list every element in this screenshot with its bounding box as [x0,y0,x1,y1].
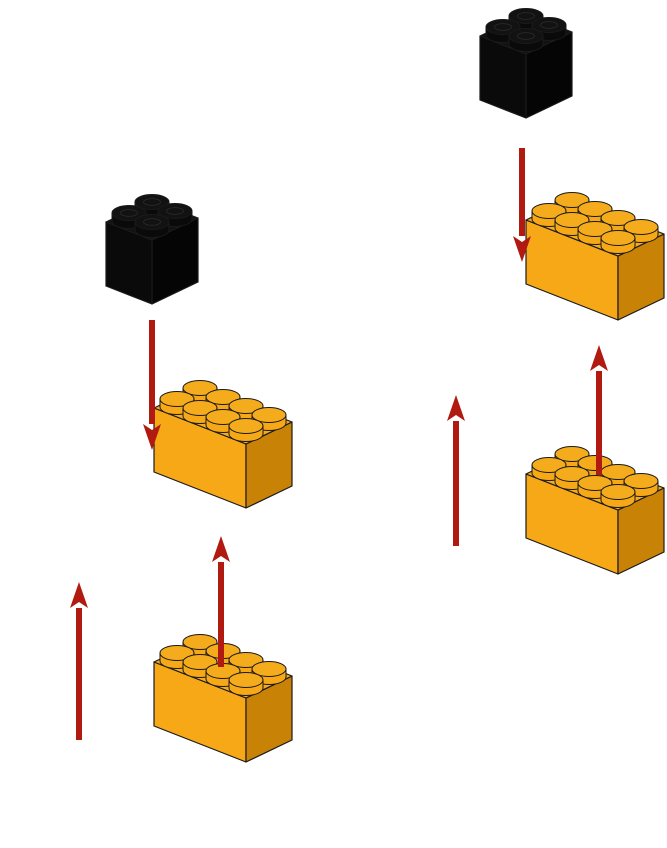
stud-top [554,446,590,462]
stud-top [228,652,264,668]
stud [134,214,170,238]
stud [485,19,521,43]
stud-top [531,203,567,219]
stud-top [228,418,264,434]
stud [600,230,636,254]
stud-logo [494,23,512,31]
stud-logo [517,32,535,40]
stud-top [577,201,613,217]
stud-top [600,484,636,500]
stud-top [251,407,287,423]
right-assembly [447,8,665,575]
stud-top [554,192,590,208]
arrow-head [447,395,465,421]
stud-top [600,210,636,226]
black-2x2-brick [479,8,573,119]
arrow-head [513,236,531,262]
arrow-down [143,320,161,450]
arrow-up-left [447,395,465,546]
stud-top [182,400,218,416]
stud-top [554,466,590,482]
stud [508,28,544,52]
stud-top [600,230,636,246]
arrow-head [212,536,230,562]
orange-2x4-brick-upper [153,380,293,509]
stud [228,418,264,442]
stud-top [111,205,147,221]
stud-top [251,661,287,677]
stud-logo [540,21,558,29]
stud-top [554,212,590,228]
stud-top [623,219,659,235]
stud-top [508,28,544,44]
stud-top [228,672,264,688]
stud-logo [143,218,161,226]
stud-top [182,634,218,650]
stud-top [157,203,193,219]
stud-top [159,391,195,407]
arrow-down [513,148,531,262]
stud-top [485,19,521,35]
stud-logo [517,12,535,20]
stud-top [577,455,613,471]
arrow-up-right [212,536,230,667]
stud-top [134,214,170,230]
stud-logo [166,207,184,215]
stud-top [577,475,613,491]
stud-top [623,473,659,489]
stud-top [205,409,241,425]
stud-top [182,380,218,396]
arrow-up-left [70,582,88,740]
orange-2x4-brick-lower [525,446,665,575]
stud-top [531,17,567,33]
arrow-head [590,345,608,371]
front-layer [70,8,665,763]
orange-2x4-brick-upper [525,192,665,321]
stud-top [228,398,264,414]
stud-top [531,457,567,473]
stud-top [159,645,195,661]
stud [623,473,659,497]
stud-top [134,194,170,210]
stud-top [577,221,613,237]
left-assembly [70,194,293,763]
arrow-head [143,424,161,450]
stud [228,672,264,696]
stud-top [205,389,241,405]
stud-logo [120,209,138,217]
stud-top [508,8,544,24]
stud-logo [143,198,161,206]
arrow-up-right [590,345,608,475]
black-2x2-brick [105,194,199,305]
stud [600,484,636,508]
stud-top [182,654,218,670]
arrow-head [70,582,88,608]
